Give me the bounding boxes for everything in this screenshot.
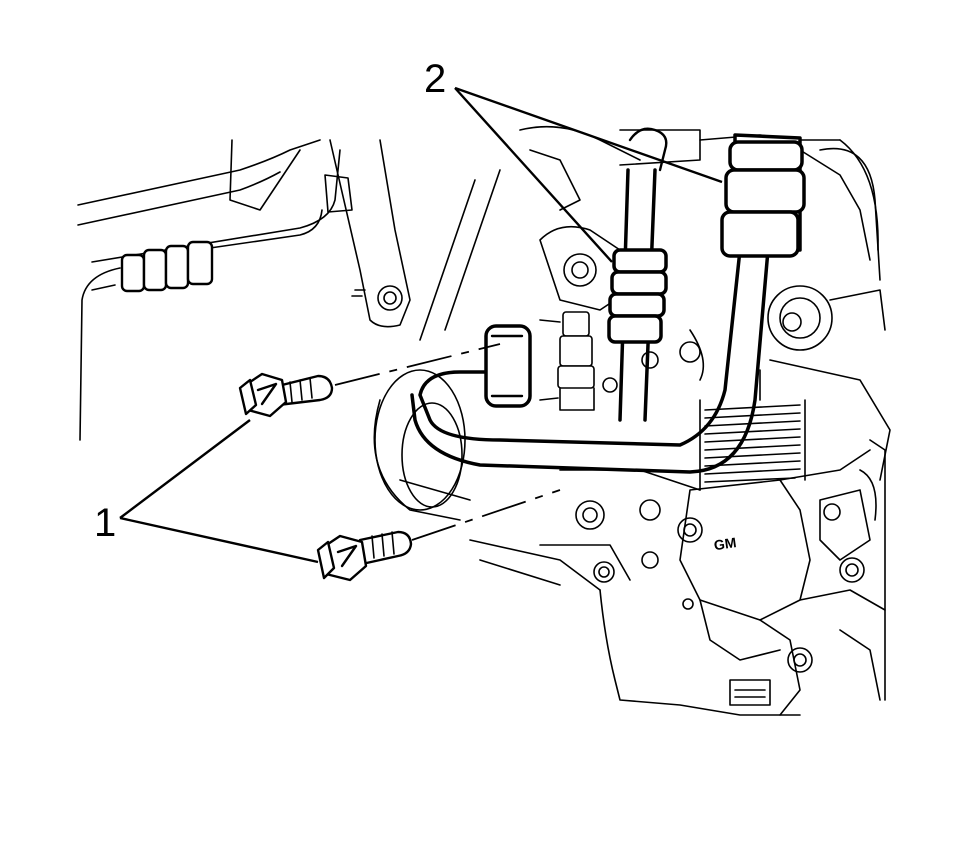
callout-1-label: 1: [94, 501, 116, 545]
gm-stamp: GM: [713, 534, 738, 553]
installation-lines: [334, 343, 561, 541]
vertical-refrigerant-hose: [607, 127, 668, 422]
compressor-body: GM: [373, 125, 891, 716]
engine-background: GM: [77, 125, 891, 716]
callout-2-label: 2: [424, 57, 446, 101]
bent-refrigerant-hose: [410, 133, 806, 474]
bolt-lower: [316, 530, 413, 582]
left-refrigerant-line: [77, 139, 341, 441]
mount-bracket: [229, 139, 411, 328]
callout-leaders: [119, 86, 723, 564]
bolt-upper: [238, 372, 334, 418]
